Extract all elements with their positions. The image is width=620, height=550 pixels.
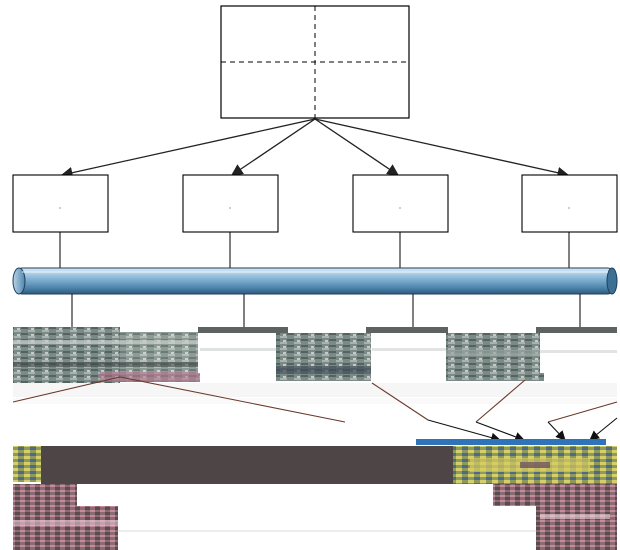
box-to-bus-connectors (59, 232, 570, 270)
child-box-3 (352, 174, 449, 233)
convergence-arrows (12, 376, 618, 443)
child-box-2 (182, 174, 279, 233)
bus-pipe (12, 267, 618, 295)
lower-arrow-3 (371, 382, 429, 421)
fanout-arrows (60, 118, 570, 179)
arrow-to-box-3 (314, 118, 399, 176)
child-boxes (12, 174, 618, 233)
bottom-panel-left-lower (13, 484, 118, 550)
lower-arrow-4 (427, 419, 501, 443)
arrow-to-box-1 (60, 118, 316, 179)
dark-band (41, 446, 453, 484)
bottom-panel-right (453, 446, 617, 484)
lower-arrow-2 (119, 376, 346, 423)
lower-arrow-6 (475, 421, 525, 442)
blue-strip (416, 439, 606, 445)
image-tile-2 (198, 327, 288, 373)
bus-to-tile-connectors (71, 294, 581, 327)
lower-arrow-8 (547, 421, 566, 441)
bottom-panel-right-lower (493, 484, 617, 550)
lower-arrow-5 (475, 379, 526, 423)
lower-arrow-1 (12, 376, 121, 403)
child-box-4 (521, 174, 618, 233)
lower-arrow-7 (547, 401, 618, 423)
image-tile-1 (13, 327, 200, 383)
arrow-to-box-2 (231, 118, 316, 176)
bus-pipe-right-cap (606, 267, 618, 295)
arrow-to-box-4 (314, 118, 570, 179)
child-box-1 (12, 174, 109, 233)
bottom-panel-area (13, 439, 617, 550)
bottom-left-edge (13, 446, 41, 482)
image-tile-row (13, 327, 617, 404)
lower-arrow-9 (589, 417, 618, 441)
image-tile-4 (446, 327, 617, 381)
bus-pipe-left-cap (12, 267, 26, 295)
image-tile-3 (276, 327, 448, 381)
top-box (220, 5, 410, 119)
